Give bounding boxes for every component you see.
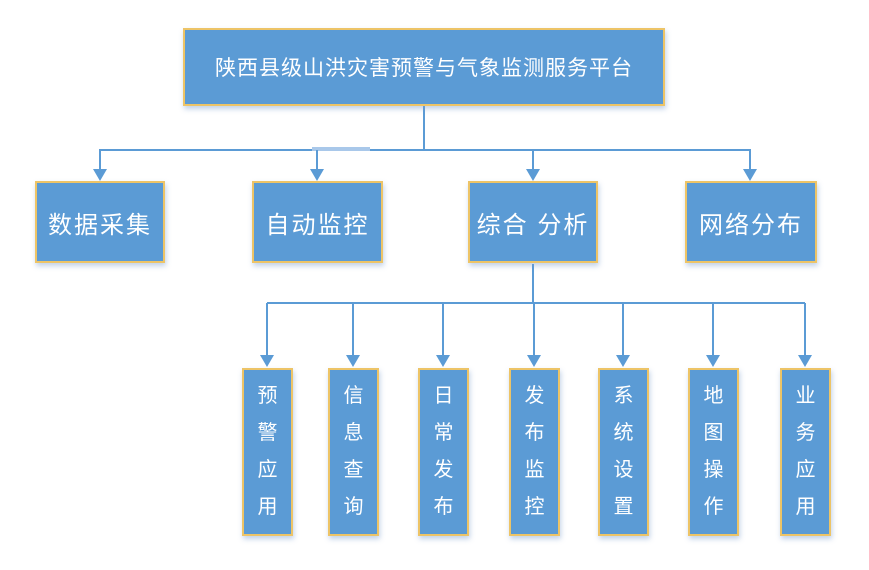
node-business-application: 业务应用 [780,368,831,536]
node-auto-monitoring-label: 自动监控 [265,211,370,239]
level2-drop-arrows [93,150,757,181]
node-daily-release: 日常发布 [418,368,469,536]
rail-highlight-segment [312,147,370,151]
node-system-settings-label: 系统设置 [613,385,634,518]
node-comprehensive-analysis-label: 综合 分析 [476,211,590,239]
node-platform-root-label: 陕西县级山洪灾害预警与气象监测服务平台 [215,57,633,80]
node-warning-application: 预警应用 [242,368,293,536]
node-comprehensive-analysis: 综合 分析 [468,181,598,263]
node-data-collection-label: 数据采集 [48,211,152,239]
node-release-monitoring: 发布监控 [509,368,560,536]
node-daily-release-label: 日常发布 [433,385,454,518]
node-platform-root: 陕西县级山洪灾害预警与气象监测服务平台 [183,28,665,106]
node-warning-application-label: 预警应用 [257,385,278,518]
node-release-monitoring-label: 发布监控 [524,385,545,518]
node-auto-monitoring: 自动监控 [252,181,383,263]
node-info-query: 信息查询 [328,368,379,536]
node-network-distribution: 网络分布 [685,181,817,263]
node-map-operation-label: 地图操作 [703,385,724,518]
node-system-settings: 系统设置 [598,368,649,536]
node-business-application-label: 业务应用 [795,385,816,518]
node-data-collection: 数据采集 [35,181,165,263]
node-network-distribution-label: 网络分布 [699,211,803,239]
level3-drop-arrows [260,303,812,367]
node-info-query-label: 信息查询 [343,385,364,518]
node-map-operation: 地图操作 [688,368,739,536]
